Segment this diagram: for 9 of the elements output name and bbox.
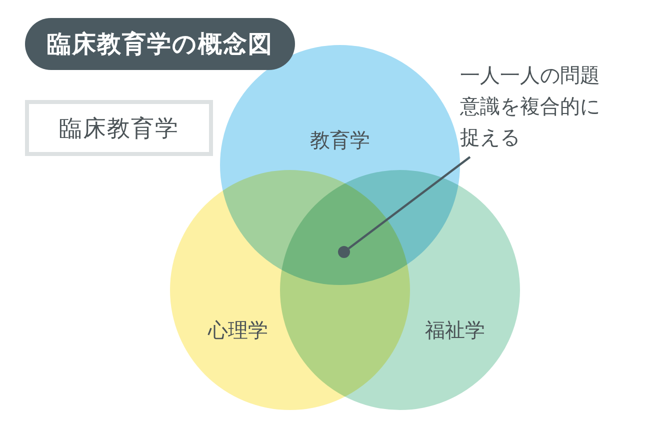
circle-label: 教育学 bbox=[310, 127, 370, 154]
circle-label: 心理学 bbox=[208, 317, 268, 344]
box-label: 臨床教育学 bbox=[59, 114, 179, 144]
label-box bbox=[25, 100, 213, 156]
center-dot bbox=[338, 246, 350, 258]
venn-circle bbox=[280, 170, 520, 410]
circle-label: 福祉学 bbox=[425, 317, 485, 344]
annotation-text: 一人一人の問題意識を複合的に捉える bbox=[460, 62, 601, 151]
title-banner: 臨床教育学の概念図 bbox=[25, 18, 295, 70]
